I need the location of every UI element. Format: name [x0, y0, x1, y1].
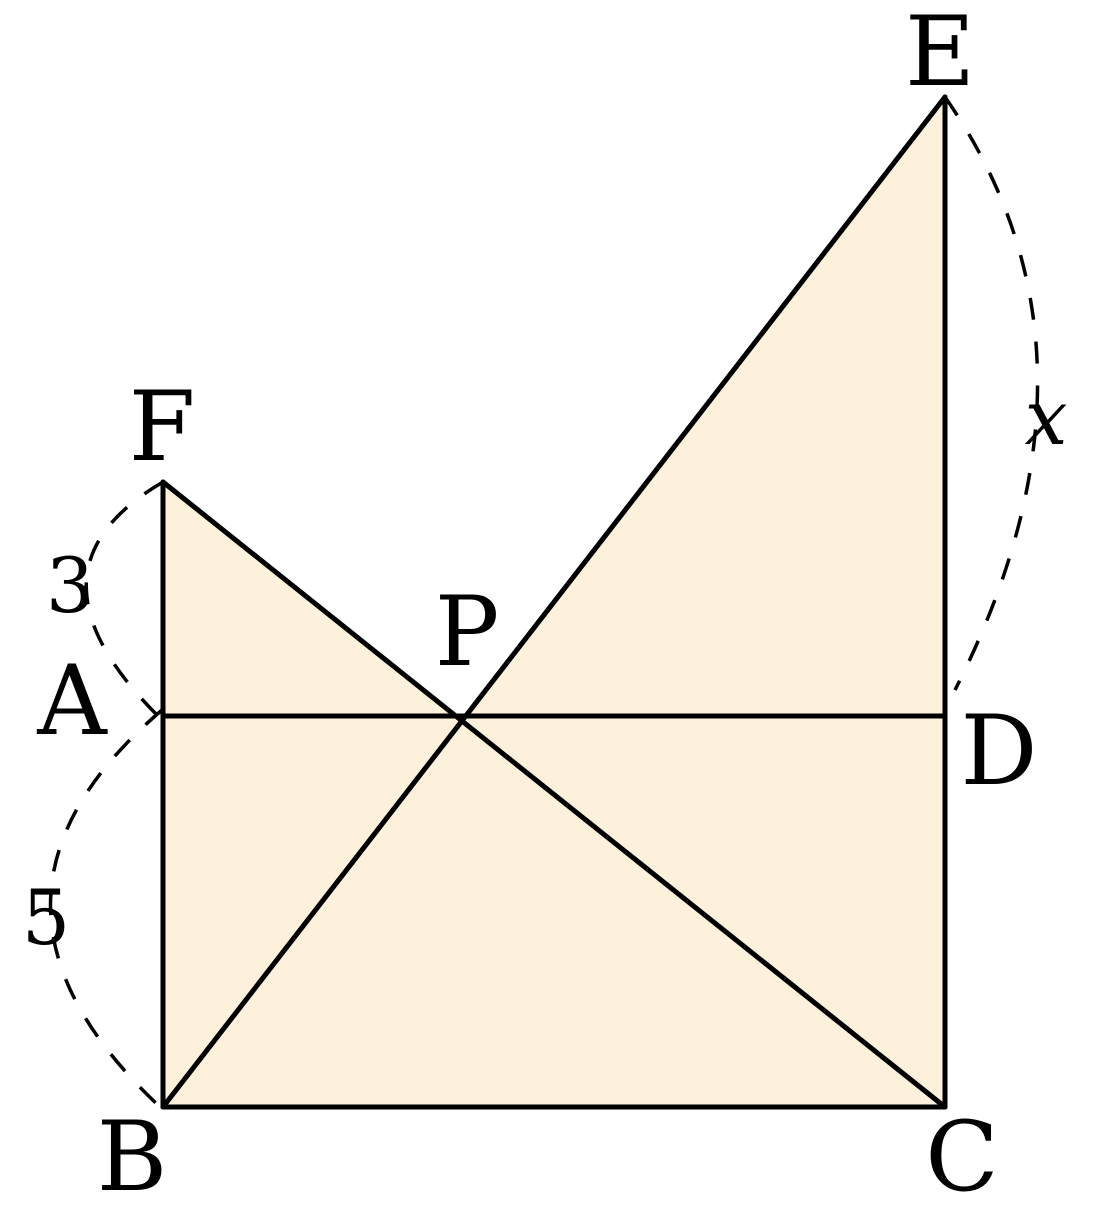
point-label-d: D	[961, 695, 1038, 807]
segment-be	[160, 94, 948, 1110]
point-label-e: E	[905, 0, 975, 108]
vertex-labels: E F P A D B C	[36, 0, 1037, 1213]
dimension-arc-fa	[84, 480, 164, 718]
point-label-c: C	[925, 1101, 998, 1213]
point-label-a: A	[36, 645, 108, 757]
point-label-p: P	[435, 576, 500, 688]
point-label-b: B	[97, 1101, 168, 1213]
length-label-fa: 3	[46, 541, 94, 630]
segments	[160, 94, 948, 1110]
dimension-arc-ab	[48, 708, 164, 1109]
dimension-arcs	[48, 95, 1040, 1109]
length-label-de: x	[1025, 373, 1068, 462]
length-labels: 3 5 x	[22, 373, 1068, 962]
point-label-f: F	[129, 371, 196, 483]
segment-fc	[160, 479, 948, 1110]
length-label-ab: 5	[22, 873, 70, 962]
